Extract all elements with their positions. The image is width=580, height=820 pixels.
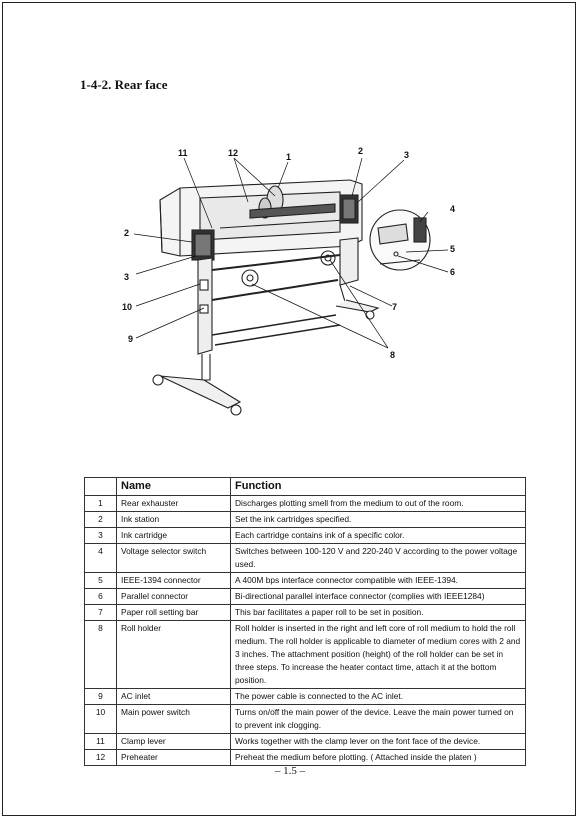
callout-2-top: 2 (358, 146, 363, 156)
row-name: IEEE-1394 connector (116, 572, 231, 589)
callout-1: 1 (286, 152, 291, 162)
printer-rear-illustration: 11 12 1 2 3 2 3 10 9 4 5 6 7 8 (122, 146, 455, 416)
row-name: Ink cartridge (116, 527, 231, 544)
callout-5: 5 (450, 244, 455, 254)
callout-3-left: 3 (124, 272, 129, 282)
row-number: 6 (84, 588, 117, 605)
callout-12: 12 (228, 148, 238, 158)
row-function: The power cable is connected to the AC i… (230, 688, 526, 705)
row-name: Ink station (116, 511, 231, 528)
row-function: Discharges plotting smell from the mediu… (230, 495, 526, 512)
callout-11: 11 (178, 148, 188, 158)
row-function: Each cartridge contains ink of a specifi… (230, 527, 526, 544)
row-number: 7 (84, 604, 117, 621)
row-function: This bar facilitates a paper roll to be … (230, 604, 526, 621)
row-name: Clamp lever (116, 733, 231, 750)
page-number: – 1.5 – (274, 765, 306, 777)
row-name: Main power switch (116, 704, 231, 734)
row-name: Voltage selector switch (116, 543, 231, 573)
row-name: Roll holder (116, 620, 231, 689)
row-function: Works together with the clamp lever on t… (230, 733, 526, 750)
row-number: 1 (84, 495, 117, 512)
row-function: Bi-directional parallel interface connec… (230, 588, 526, 605)
header-no (84, 477, 117, 496)
row-number: 8 (84, 620, 117, 689)
row-number: 11 (84, 733, 117, 750)
row-number: 5 (84, 572, 117, 589)
row-number: 3 (84, 527, 117, 544)
row-name: Preheater (116, 749, 231, 766)
header-function: Function (230, 477, 526, 496)
row-function: Switches between 100-120 V and 220-240 V… (230, 543, 526, 573)
callout-3-top: 3 (404, 150, 409, 160)
callout-7: 7 (392, 302, 397, 312)
callout-8: 8 (390, 350, 395, 360)
table-header-row: Name Function (84, 477, 526, 496)
row-name: Paper roll setting bar (116, 604, 231, 621)
callout-6: 6 (450, 267, 455, 277)
row-number: 10 (84, 704, 117, 734)
row-function: Preheat the medium before plotting. ( At… (230, 749, 526, 766)
row-number: 12 (84, 749, 117, 766)
callout-4: 4 (450, 204, 455, 214)
row-name: Parallel connector (116, 588, 231, 605)
row-function: Set the ink cartridges specified. (230, 511, 526, 528)
row-function: Roll holder is inserted in the right and… (230, 620, 526, 689)
row-number: 4 (84, 543, 117, 573)
row-number: 2 (84, 511, 117, 528)
row-name: Rear exhauster (116, 495, 231, 512)
section-heading: 1-4-2. Rear face (80, 77, 168, 92)
row-name: AC inlet (116, 688, 231, 705)
header-name: Name (116, 477, 231, 496)
callout-2-left: 2 (124, 228, 129, 238)
callout-9: 9 (128, 334, 133, 344)
row-number: 9 (84, 688, 117, 705)
row-function: A 400M bps interface connector compatibl… (230, 572, 526, 589)
row-function: Turns on/off the main power of the devic… (230, 704, 526, 734)
callout-10: 10 (122, 302, 132, 312)
